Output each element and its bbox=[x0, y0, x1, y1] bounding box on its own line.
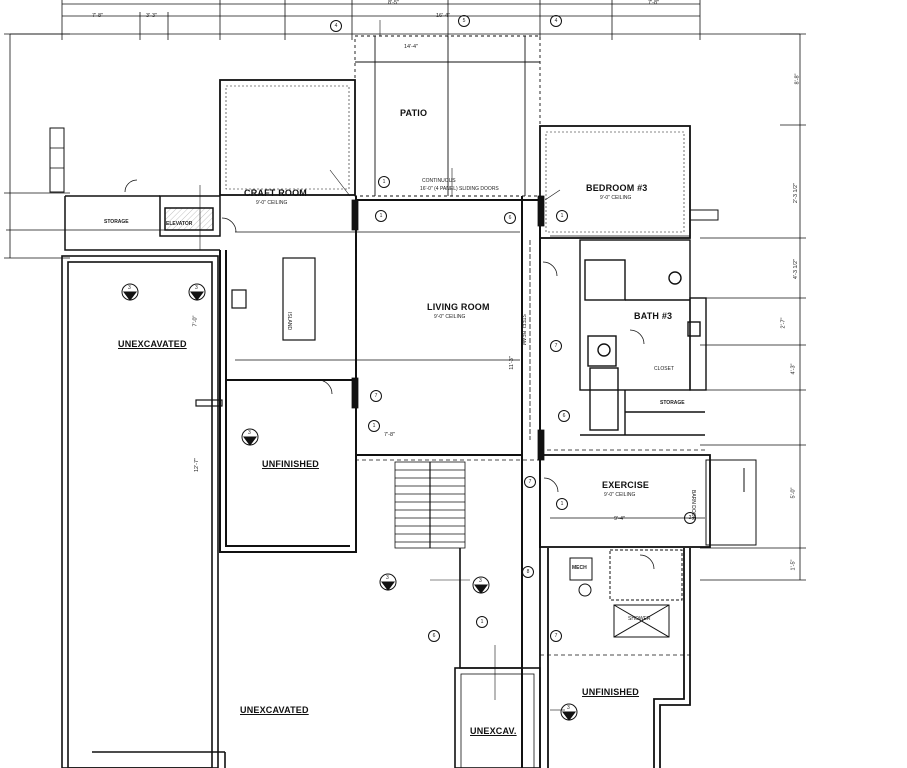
lower-center-walls bbox=[454, 548, 541, 768]
tag-10: 5 bbox=[458, 15, 470, 27]
tag-6: 1 bbox=[378, 176, 390, 188]
main-basement-walls bbox=[219, 196, 541, 768]
tag-1: 1 bbox=[375, 210, 387, 222]
dim-left-2: 12'-7" bbox=[194, 457, 201, 473]
dim-top-3: 8'-5" bbox=[388, 0, 399, 6]
patio-outline bbox=[354, 35, 541, 197]
craft-room-walls bbox=[219, 79, 356, 196]
tag-9: 4 bbox=[550, 15, 562, 27]
note-sliding-door: 16'-0" (4 PANEL) SLIDING DOORS bbox=[420, 186, 499, 192]
left-dimension-lines bbox=[4, 33, 200, 259]
bedroom-ceiling: 9'-0" CEILING bbox=[600, 195, 632, 201]
stair bbox=[394, 461, 466, 549]
unexcavated-foundation-walls bbox=[61, 255, 226, 768]
dim-right-7: 1'-5" bbox=[790, 559, 797, 571]
section-num-4: 3 bbox=[386, 575, 389, 581]
tag-7: 2 bbox=[684, 512, 696, 524]
interior-dashed-lines bbox=[355, 449, 705, 656]
unfinished-left-label: UNFINISHED bbox=[262, 459, 320, 469]
exercise-ceiling: 9'-0" CEILING bbox=[604, 492, 636, 498]
dim-right-3: 4'-3 1/2" bbox=[793, 258, 800, 280]
dim-left-1: 7'-0" bbox=[192, 315, 199, 327]
dim-living-2: 7'-8" bbox=[384, 432, 395, 438]
tag-13: 7 bbox=[370, 390, 382, 402]
dim-right-2: 2'-3 1/2" bbox=[793, 182, 800, 204]
bath-label: BATH #3 bbox=[634, 311, 673, 321]
dim-right-5: 4'-3" bbox=[790, 363, 797, 375]
section-num-3: 3 bbox=[248, 430, 251, 436]
right-dimension-lines bbox=[700, 33, 806, 581]
living-room-ceiling: 9'-0" CEILING bbox=[434, 314, 466, 320]
section-markers bbox=[121, 283, 578, 721]
elevator-label: ELEVATOR bbox=[166, 221, 193, 227]
unexcavated-small-label: UNEXCAV. bbox=[470, 726, 517, 736]
mech-label: MECH bbox=[572, 565, 587, 571]
dim-top-2: 3'-3" bbox=[146, 13, 157, 19]
tag-3: 1 bbox=[368, 420, 380, 432]
unfinished-right-label: UNFINISHED bbox=[582, 687, 640, 697]
tag-14: 7 bbox=[550, 340, 562, 352]
note-shower: SHOWER bbox=[628, 616, 651, 622]
note-steel-beam: STEEL BEAM bbox=[520, 314, 526, 346]
island-label: ISLAND bbox=[286, 312, 292, 331]
tag-15: 7 bbox=[524, 476, 536, 488]
dim-patio-span: 14'-4" bbox=[404, 44, 419, 50]
dim-top-4: 16'-4" bbox=[436, 13, 451, 19]
leader-lines bbox=[199, 20, 565, 711]
beams bbox=[235, 195, 705, 519]
top-dimension-lines bbox=[10, 0, 800, 40]
bath-walls bbox=[579, 239, 707, 436]
island bbox=[195, 257, 316, 407]
unexcavated-left-label: UNEXCAVATED bbox=[118, 339, 187, 349]
bedroom-walls bbox=[539, 125, 719, 239]
mech-equipment bbox=[569, 549, 683, 638]
tag-16: 7 bbox=[550, 630, 562, 642]
elevator-storage-walls bbox=[49, 127, 221, 251]
section-num-5: 3 bbox=[479, 578, 482, 584]
bedroom-label: BEDROOM #3 bbox=[586, 183, 648, 193]
exercise-label: EXERCISE bbox=[602, 480, 650, 490]
dim-top-5: 7'-8" bbox=[648, 0, 659, 6]
tag-4: 1 bbox=[556, 498, 568, 510]
closet-label: CLOSET bbox=[654, 366, 675, 372]
storage-left-label: STORAGE bbox=[104, 219, 129, 225]
section-num-6: 3 bbox=[567, 705, 570, 711]
storage-right-label: STORAGE bbox=[660, 400, 685, 406]
dim-right-6: 5'-0" bbox=[790, 487, 797, 499]
tag-2: 1 bbox=[556, 210, 568, 222]
living-room-label: LIVING ROOM bbox=[427, 302, 490, 312]
dim-top-1: 7'-8" bbox=[92, 13, 103, 19]
tag-11: 6 bbox=[504, 212, 516, 224]
tag-5: 1 bbox=[476, 616, 488, 628]
craft-room-label: CRAFT ROOM bbox=[244, 188, 307, 198]
tag-12: 6 bbox=[428, 630, 440, 642]
section-num-1: 3 bbox=[128, 285, 131, 291]
dim-right-4: 2'-7" bbox=[780, 317, 787, 329]
dim-exercise-w: 9'-4" bbox=[614, 516, 625, 522]
tag-18: 6 bbox=[558, 410, 570, 422]
tag-8: 4 bbox=[330, 20, 342, 32]
note-continuous: CONTINUOUS bbox=[422, 178, 456, 184]
section-num-2: 3 bbox=[195, 285, 198, 291]
craft-room-ceiling: 9'-0" CEILING bbox=[256, 200, 288, 206]
unexcavated-bottom-label: UNEXCAVATED bbox=[240, 705, 309, 715]
dim-living-1: 11'-3" bbox=[508, 356, 515, 370]
door-swings bbox=[124, 179, 655, 570]
patio-label: PATIO bbox=[400, 108, 428, 118]
tag-17: 8 bbox=[522, 566, 534, 578]
exercise-walls bbox=[539, 454, 757, 768]
dim-right-1: 8'-8" bbox=[794, 73, 801, 85]
